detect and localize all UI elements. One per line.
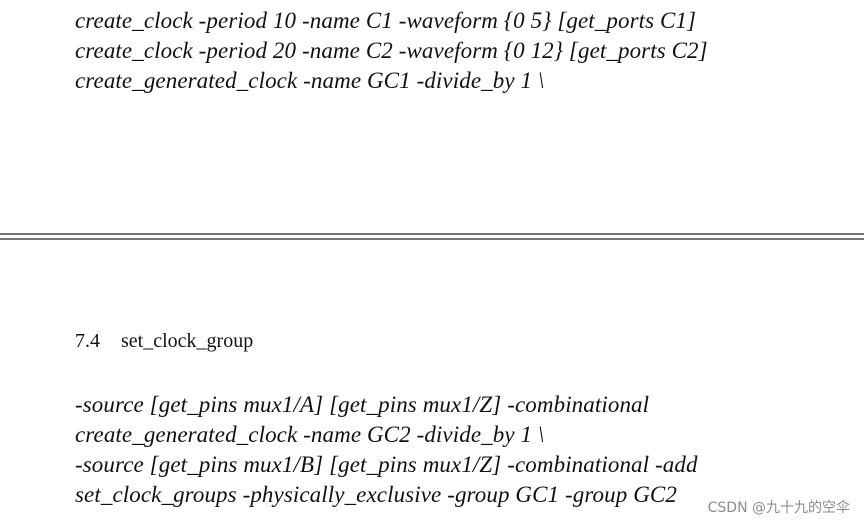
page-divider-bottom-rule	[0, 238, 864, 240]
section-title: set_clock_group	[121, 330, 254, 352]
page-divider-top-rule	[0, 233, 864, 235]
code-line: create_generated_clock -name GC1 -divide…	[75, 68, 545, 93]
code-line: -source [get_pins mux1/A] [get_pins mux1…	[75, 392, 650, 417]
section-heading: 7.4 set_clock_group	[75, 327, 253, 355]
code-line: set_clock_groups -physically_exclusive -…	[75, 482, 677, 507]
code-line: create_clock -period 10 -name C1 -wavefo…	[75, 8, 697, 33]
watermark: CSDN @九十九的空伞	[707, 500, 850, 516]
code-line: -source [get_pins mux1/B] [get_pins mux1…	[75, 452, 698, 477]
code-line: create_generated_clock -name GC2 -divide…	[75, 422, 545, 447]
section-number: 7.4	[75, 330, 100, 352]
code-line: create_clock -period 20 -name C2 -wavefo…	[75, 38, 708, 63]
